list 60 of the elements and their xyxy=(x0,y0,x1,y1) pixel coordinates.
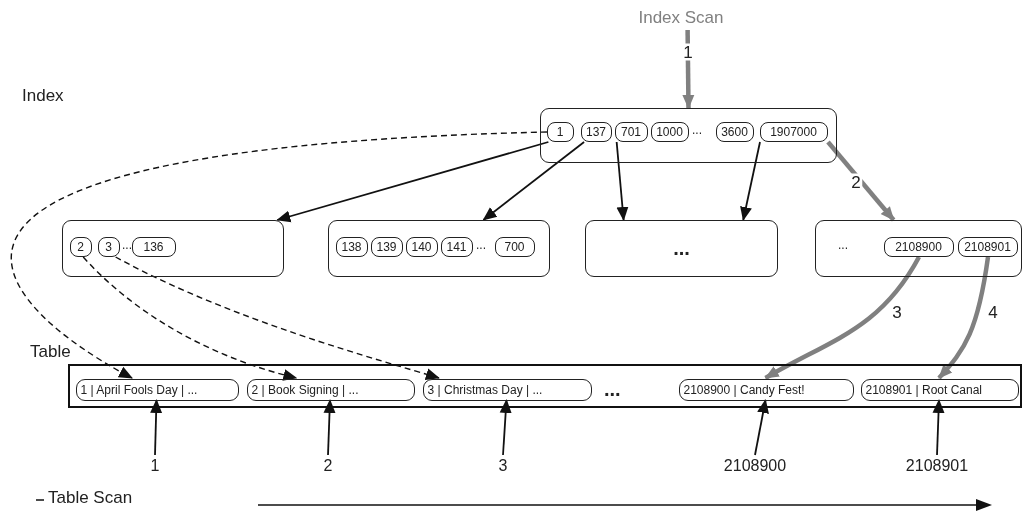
arrow xyxy=(937,256,991,380)
arrow xyxy=(932,399,945,456)
table-row: 1 | April Fools Day | ... xyxy=(75,378,239,401)
arrow xyxy=(615,141,629,221)
edge-label: 4 xyxy=(986,303,1000,321)
arrow xyxy=(754,399,769,456)
edge-label: 1 xyxy=(681,43,695,61)
key-cell: 1907000 xyxy=(759,121,828,142)
scan-label: Index Scan xyxy=(626,6,736,30)
edge-label: 2 xyxy=(849,173,863,191)
key-cell: 2108901 xyxy=(957,236,1018,257)
table-row: 2108901 | Root Canal xyxy=(860,378,1019,401)
table-row: 2108900 | Candy Fest! xyxy=(678,378,854,401)
table-row: 2 | Book Signing | ... xyxy=(246,378,415,401)
key-cell: 701 xyxy=(614,121,648,142)
row-number: 2108901 xyxy=(894,455,980,477)
key-cell: 3 xyxy=(97,236,120,257)
ellipsis: ... xyxy=(476,238,486,252)
row-number: 2108900 xyxy=(712,455,798,477)
ellipsis: ... xyxy=(692,123,702,137)
key-cell: 1 xyxy=(546,121,574,142)
index-page-box: ... xyxy=(585,220,778,277)
row-number: 3 xyxy=(493,455,513,477)
index-page-box xyxy=(815,220,1022,277)
key-cell: 140 xyxy=(405,236,438,257)
index-page-box xyxy=(328,220,550,277)
key-cell: 139 xyxy=(370,236,403,257)
arrow xyxy=(764,255,921,380)
key-cell: 136 xyxy=(131,236,176,257)
key-cell: 700 xyxy=(494,236,535,257)
arrow xyxy=(12,131,548,379)
section-label: Index xyxy=(22,86,64,106)
key-cell: 141 xyxy=(440,236,473,257)
arrow xyxy=(499,399,512,456)
arrow xyxy=(323,399,336,456)
arrow xyxy=(740,141,761,221)
key-cell: 3600 xyxy=(715,121,754,142)
ellipsis: ... xyxy=(122,238,132,252)
key-cell: 2108900 xyxy=(883,236,954,257)
ellipsis: ... xyxy=(838,238,848,252)
arrow xyxy=(826,140,896,222)
arrow xyxy=(114,256,440,380)
edge-label: 3 xyxy=(890,303,904,321)
section-label: Table xyxy=(30,342,71,362)
key-cell: 2 xyxy=(69,236,92,257)
index-page-box xyxy=(62,220,284,277)
arrow xyxy=(82,256,298,381)
index-page-box xyxy=(540,108,837,163)
row-number: 2 xyxy=(318,455,338,477)
row-number: 1 xyxy=(145,455,165,477)
arrow xyxy=(276,141,550,223)
arrow xyxy=(482,141,585,221)
arrow xyxy=(150,399,163,456)
key-cell: 138 xyxy=(335,236,368,257)
section-label: Table Scan xyxy=(48,488,133,508)
table-box xyxy=(68,364,1022,408)
key-cell: 1000 xyxy=(650,121,689,142)
key-cell: 137 xyxy=(580,121,612,142)
table-row: 3 | Christmas Day | ... xyxy=(422,378,592,401)
ellipsis: ... xyxy=(604,378,621,401)
